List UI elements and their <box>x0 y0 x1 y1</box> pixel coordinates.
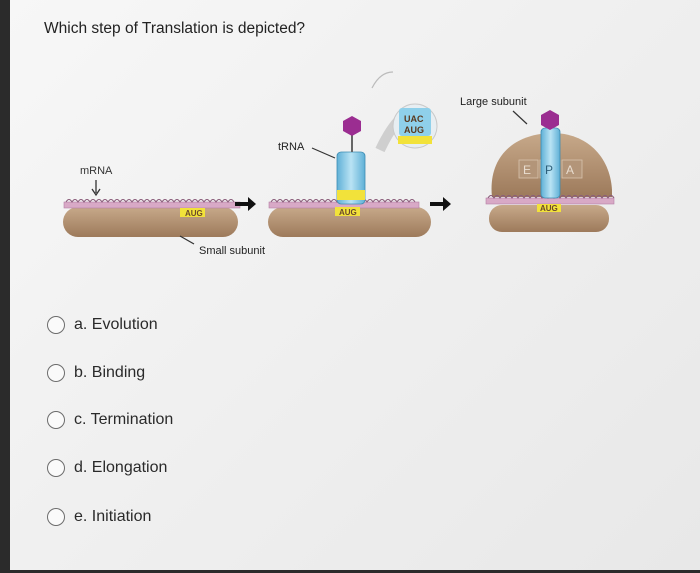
mrna-arrow <box>91 180 101 197</box>
trna-anticodon <box>337 190 365 200</box>
radio-e[interactable] <box>47 508 65 526</box>
option-e[interactable]: e. Initiation <box>47 504 151 530</box>
a-site <box>561 159 583 179</box>
option-b[interactable]: b. Binding <box>47 360 145 386</box>
zoom-codon-label: AUG <box>404 125 424 135</box>
mrna-strand-1 <box>63 201 241 209</box>
e-site-label: E <box>523 163 531 177</box>
small-subunit-3 <box>489 205 609 232</box>
question-panel <box>10 0 700 570</box>
trna-label: tRNA <box>278 141 305 153</box>
large-subunit-label: Large subunit <box>460 96 527 108</box>
large-subunit-pointer <box>512 110 528 125</box>
amino-acid-met-2 <box>541 110 559 130</box>
option-a[interactable]: a. Evolution <box>47 312 158 338</box>
radio-d[interactable] <box>47 459 65 477</box>
radio-b[interactable] <box>47 364 65 382</box>
option-b-label: b. Binding <box>74 364 146 381</box>
step-arrow-2 <box>430 197 451 211</box>
option-c-label: c. Termination <box>74 411 174 428</box>
step-arrow-1 <box>235 197 256 211</box>
radio-a[interactable] <box>47 316 65 334</box>
start-codon-3 <box>537 204 561 212</box>
option-e-label: e. Initiation <box>74 508 152 525</box>
mrna-bases-1 <box>65 199 235 203</box>
mrna-label: mRNA <box>80 165 113 177</box>
question-text: Which step of Translation is depicted? <box>44 20 306 37</box>
trna-pointer <box>311 147 336 159</box>
small-subunit-pointer <box>179 235 195 245</box>
anticodon-label: UAC <box>404 114 424 124</box>
option-d[interactable]: d. Elongation <box>47 455 167 481</box>
option-d-label: d. Elongation <box>74 459 168 476</box>
a-site-label: A <box>566 163 574 177</box>
zoom-trna <box>399 108 431 136</box>
option-c[interactable]: c. Termination <box>47 407 173 433</box>
zoom-codon <box>398 136 432 144</box>
small-subunit-1 <box>63 207 238 237</box>
codon-label-3: AUG <box>540 204 558 213</box>
radio-c[interactable] <box>47 411 65 429</box>
small-subunit-2 <box>268 207 431 237</box>
translation-diagram: mRNA AUG Small subunit AUG tRNA UAC AUG … <box>63 71 615 257</box>
codon-label-2: AUG <box>339 208 357 217</box>
option-a-label: a. Evolution <box>74 316 158 333</box>
screen-edge <box>0 570 700 573</box>
start-codon-2 <box>335 207 360 216</box>
curved-arrow <box>371 71 394 89</box>
amino-acid-met <box>343 116 361 136</box>
small-subunit-label: Small subunit <box>199 245 265 257</box>
codon-label-1: AUG <box>185 209 203 218</box>
start-codon-1 <box>180 208 205 217</box>
e-site <box>518 159 539 179</box>
p-site-label: P <box>545 163 553 177</box>
